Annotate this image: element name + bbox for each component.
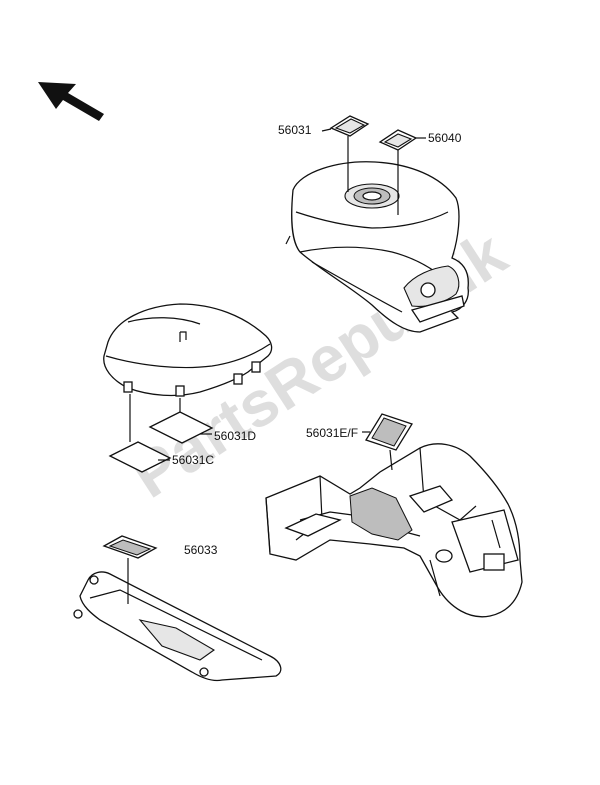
decal-56031d — [148, 411, 214, 444]
chain-cover — [73, 558, 282, 682]
decal-56033 — [102, 535, 158, 559]
decal-56031ef — [362, 413, 413, 471]
seat-cowl — [103, 303, 273, 442]
decal-56031c — [108, 441, 172, 473]
fuel-tank — [285, 161, 469, 333]
label-56031: 56031 — [278, 123, 312, 137]
label-56031d: 56031D — [214, 429, 256, 443]
decal-56031 — [321, 115, 370, 192]
label-56040: 56040 — [428, 131, 462, 145]
label-56031ef: 56031E/F — [306, 426, 358, 440]
direction-arrow-icon — [38, 82, 104, 121]
label-56031c: 56031C — [172, 453, 214, 467]
decal-56040 — [378, 129, 426, 215]
label-56033: 56033 — [184, 543, 218, 557]
rear-fender — [265, 443, 523, 618]
